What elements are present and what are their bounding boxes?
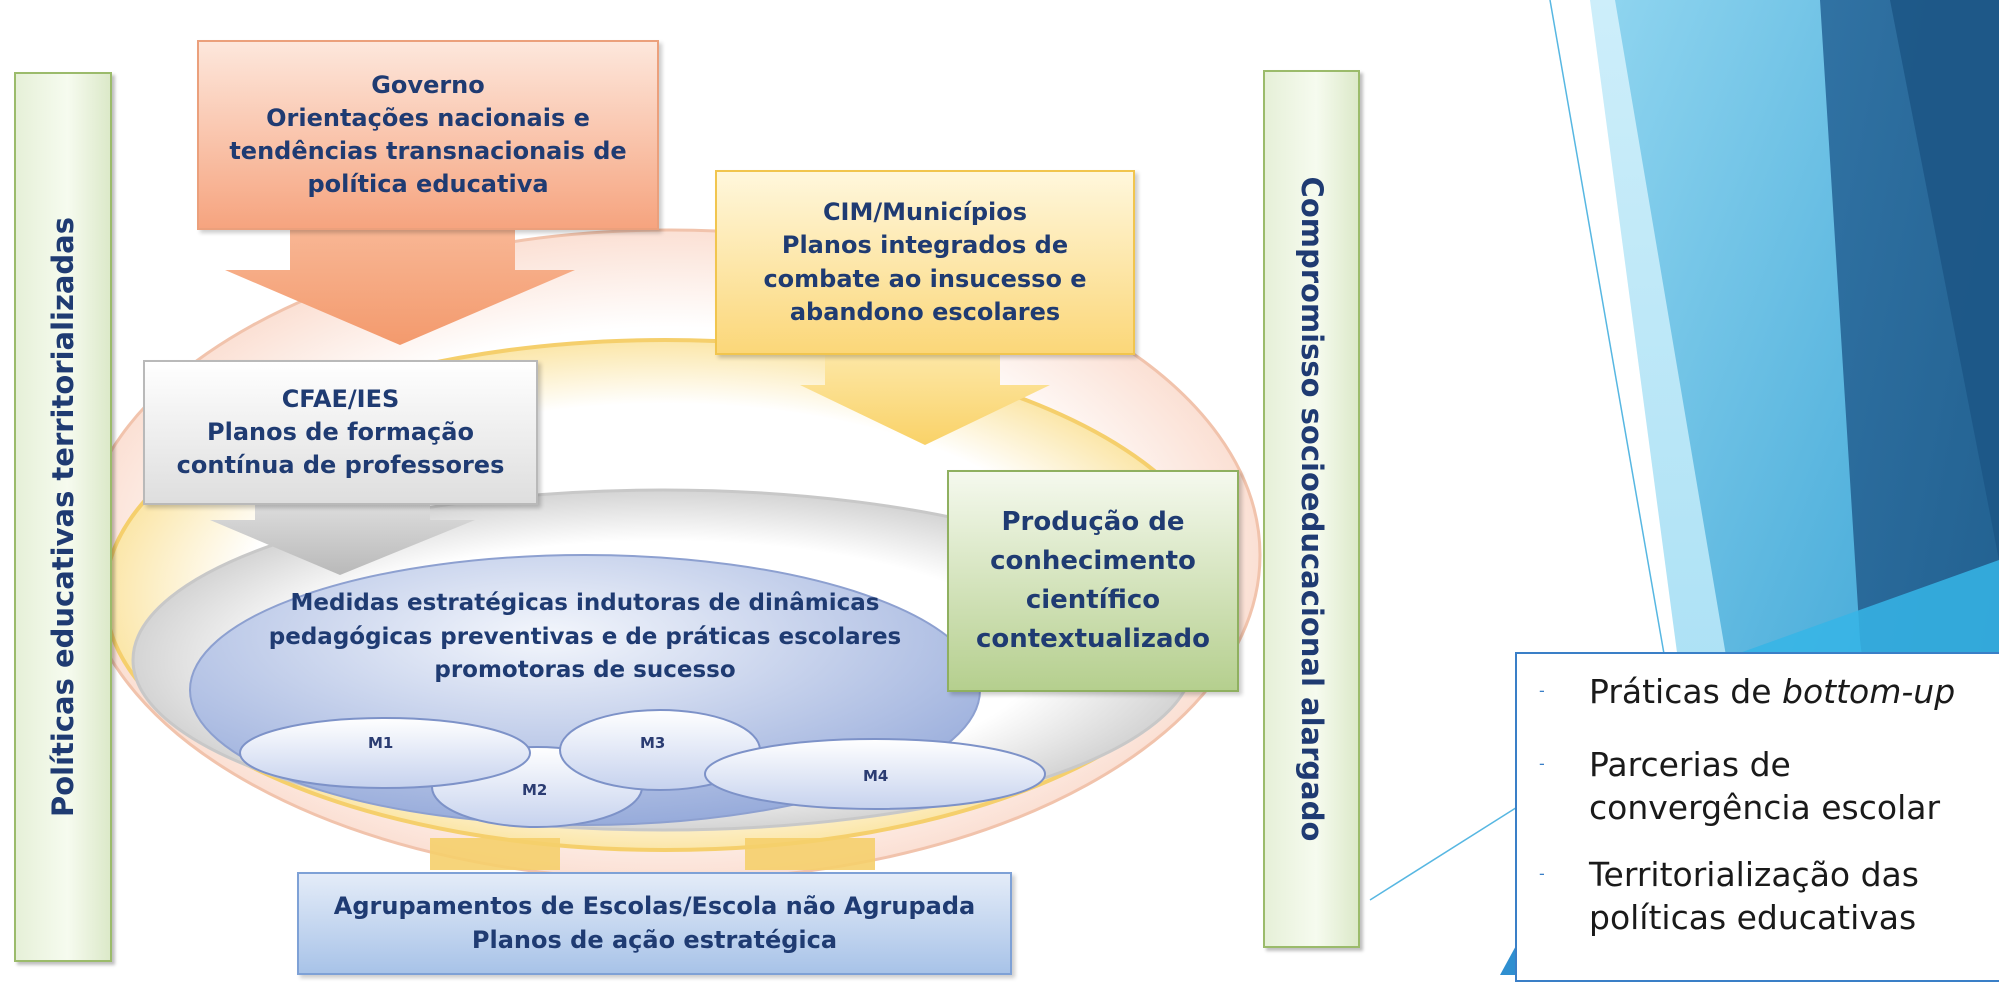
medidas-line-1: pedagógicas preventivas e de práticas es… bbox=[268, 623, 902, 650]
agrup-connector-left bbox=[430, 838, 560, 870]
cim-box: CIM/Municípios Planos integrados de comb… bbox=[715, 170, 1135, 355]
left-policy-bar-text: Políticas educativas territorializadas bbox=[46, 216, 80, 818]
bullet-marker-icon: - bbox=[1539, 754, 1545, 773]
m4-ellipse bbox=[704, 738, 1046, 810]
m3-label: M3 bbox=[640, 734, 666, 752]
bg-triangle-deep bbox=[1890, 0, 1999, 560]
bullet-marker-icon: - bbox=[1539, 864, 1545, 883]
bullet-emphasis: bottom-up bbox=[1782, 672, 1956, 711]
bullet-parcerias-line-2: convergência escolar bbox=[1589, 787, 1941, 827]
medidas-line-2: promotoras de sucesso bbox=[434, 657, 736, 684]
right-commitment-bar-text: Compromisso socioeducacional alargado bbox=[1294, 176, 1329, 842]
m4-label: M4 bbox=[863, 767, 889, 785]
agrupamentos-box: Agrupamentos de Escolas/Escola não Agrup… bbox=[297, 872, 1012, 975]
cim-line-2: combate ao insucesso e bbox=[763, 264, 1087, 293]
cfae-box: CFAE/IES Planos de formação contínua de … bbox=[143, 360, 538, 505]
m1-label: M1 bbox=[368, 734, 394, 752]
m2-label: M2 bbox=[522, 781, 548, 799]
producao-line-3: contextualizado bbox=[975, 624, 1211, 654]
producao-box: Produção de conhecimento científico cont… bbox=[947, 470, 1239, 692]
bullet-parcerias-line-1: Parcerias de bbox=[1589, 745, 1791, 784]
governo-box: Governo Orientações nacionais e tendênci… bbox=[197, 40, 659, 230]
governo-title: Governo bbox=[371, 70, 485, 99]
left-policy-bar: Políticas educativas territorializadas bbox=[14, 72, 112, 962]
bullet-prefix: Práticas de bbox=[1589, 672, 1783, 711]
governo-line-2: tendências transnacionais de bbox=[229, 137, 627, 165]
cfae-line-1: Planos de formação bbox=[207, 417, 474, 446]
agrupamentos-subtitle: Planos de ação estratégica bbox=[471, 925, 838, 954]
cfae-arrow bbox=[210, 505, 475, 575]
agrup-connector-right bbox=[745, 838, 875, 870]
producao-line-1: conhecimento bbox=[990, 546, 1196, 576]
bullet-text-bottom-up: Práticas de bottom-up bbox=[1589, 671, 1955, 714]
medidas-line-0: Medidas estratégicas indutoras de dinâmi… bbox=[290, 590, 880, 617]
cfae-title: CFAE/IES bbox=[281, 384, 400, 413]
bullet-territorializacao-line-1: Territorialização das bbox=[1589, 855, 1919, 894]
cim-arrow bbox=[800, 355, 1050, 445]
agrupamentos-title: Agrupamentos de Escolas/Escola não Agrup… bbox=[333, 892, 976, 921]
m1-ellipse bbox=[239, 717, 531, 789]
bullet-marker-icon: - bbox=[1539, 681, 1545, 700]
right-commitment-bar: Compromisso socioeducacional alargado bbox=[1263, 70, 1360, 948]
medidas-text: Medidas estratégicas indutoras de dinâmi… bbox=[225, 575, 945, 700]
cfae-line-2: contínua de professores bbox=[176, 451, 505, 480]
governo-line-3: política educativa bbox=[307, 170, 549, 199]
governo-arrow bbox=[225, 230, 575, 345]
producao-line-0: Produção de bbox=[1001, 507, 1185, 537]
cim-line-1: Planos integrados de bbox=[781, 231, 1069, 260]
producao-line-2: científico bbox=[1025, 585, 1161, 615]
cim-line-3: abandono escolares bbox=[789, 297, 1061, 326]
bullet-territorializacao-line-2: políticas educativas bbox=[1589, 897, 1917, 937]
cim-title: CIM/Municípios bbox=[822, 198, 1028, 227]
governo-line-1: Orientações nacionais e bbox=[266, 103, 590, 132]
